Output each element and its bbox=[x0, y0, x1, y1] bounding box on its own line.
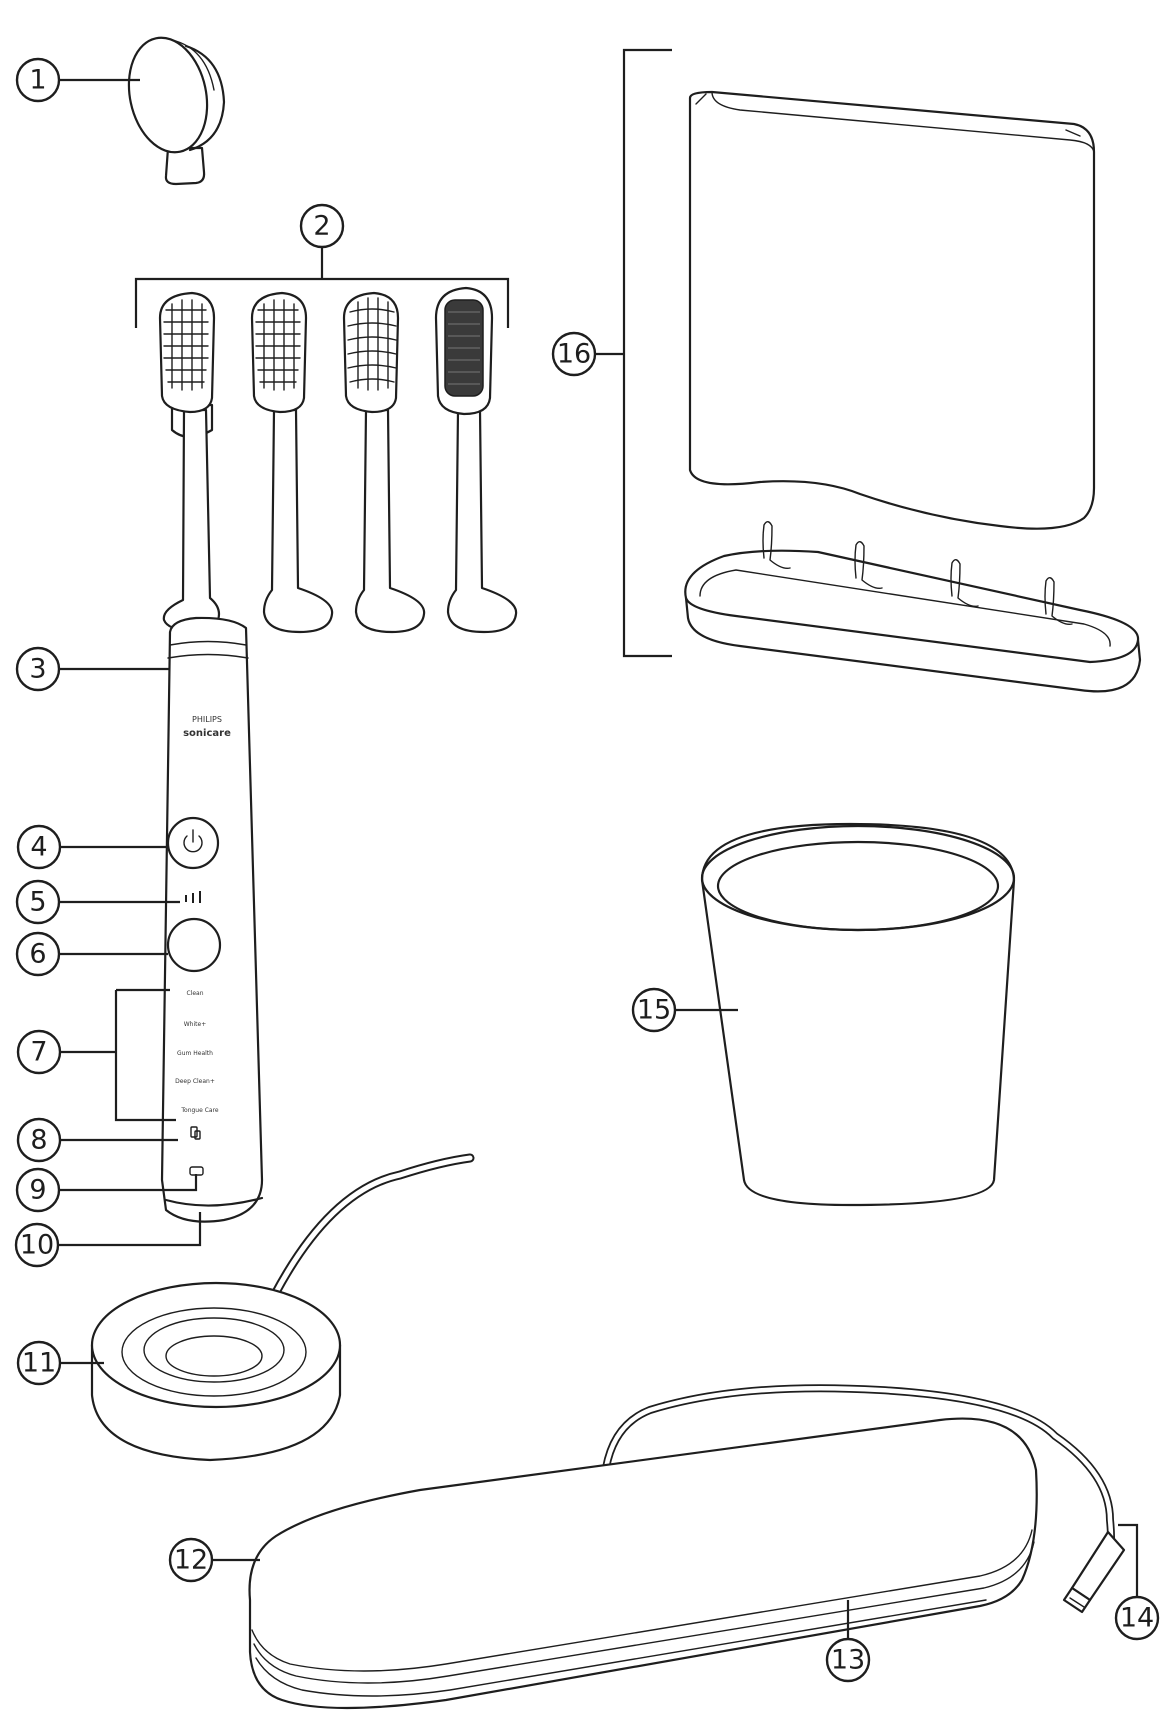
charger bbox=[90, 1281, 342, 1462]
power-button[interactable] bbox=[166, 816, 220, 870]
charger-cord bbox=[269, 1153, 475, 1301]
power-icon bbox=[183, 829, 203, 853]
callout-9: 9 bbox=[15, 1167, 61, 1213]
callout-13: 13 bbox=[825, 1637, 871, 1683]
callout-11: 11 bbox=[16, 1340, 62, 1386]
svg-text:4: 4 bbox=[30, 832, 47, 863]
sanitizer-cover bbox=[688, 90, 1096, 530]
svg-text:3: 3 bbox=[29, 654, 46, 685]
rinse-glass bbox=[700, 822, 1016, 1207]
mode-white: White+ bbox=[184, 1021, 206, 1028]
callout-3: 3 bbox=[15, 646, 61, 692]
brush-head-d bbox=[434, 286, 518, 634]
mode-gum-health: Gum Health bbox=[177, 1050, 213, 1057]
brush-head-c bbox=[342, 291, 426, 634]
callout-15: 15 bbox=[631, 987, 677, 1033]
callout-12: 12 bbox=[168, 1537, 214, 1583]
callout-10: 10 bbox=[14, 1222, 60, 1268]
mode-deep-clean: Deep Clean+ bbox=[175, 1078, 215, 1085]
brush-head-b bbox=[250, 291, 334, 634]
callout-14: 14 bbox=[1114, 1595, 1160, 1641]
usb-cable bbox=[602, 1384, 1115, 1554]
svg-text:9: 9 bbox=[29, 1175, 46, 1206]
callout-16: 16 bbox=[551, 331, 597, 377]
svg-text:14: 14 bbox=[1120, 1603, 1154, 1634]
svg-text:6: 6 bbox=[29, 939, 46, 970]
mode-button[interactable] bbox=[166, 917, 222, 973]
callout-5: 5 bbox=[15, 879, 61, 925]
svg-text:8: 8 bbox=[30, 1125, 47, 1156]
svg-text:11: 11 bbox=[22, 1348, 56, 1379]
brush-heads-group bbox=[134, 248, 518, 634]
travel-case bbox=[248, 1417, 1038, 1710]
svg-text:5: 5 bbox=[29, 887, 46, 918]
toothbrush-handle: PHILIPS sonicare Clean White+ Gum Health… bbox=[160, 616, 264, 1223]
callout-4: 4 bbox=[16, 824, 62, 870]
callout-8: 8 bbox=[16, 1117, 62, 1163]
tongue-brush-attachment bbox=[127, 36, 226, 186]
sanitizer-base bbox=[684, 521, 1142, 693]
svg-text:10: 10 bbox=[20, 1230, 54, 1261]
svg-text:15: 15 bbox=[637, 995, 671, 1026]
svg-text:12: 12 bbox=[174, 1545, 208, 1576]
callout-7: 7 bbox=[16, 1029, 62, 1075]
svg-text:1: 1 bbox=[29, 65, 46, 96]
mode-list: Clean White+ Gum Health Deep Clean+ Tong… bbox=[175, 990, 219, 1114]
mode-tongue-care: Tongue Care bbox=[180, 1107, 219, 1114]
svg-text:2: 2 bbox=[313, 211, 330, 242]
callouts: 1 2 3 4 5 6 7 8 9 10 11 12 13 14 15 16 bbox=[14, 57, 1160, 1683]
svg-text:7: 7 bbox=[30, 1037, 47, 1068]
svg-text:16: 16 bbox=[557, 339, 591, 370]
usb-plug bbox=[1062, 1530, 1126, 1614]
callout-1: 1 bbox=[15, 57, 61, 103]
brush-head-replacement-icon bbox=[190, 1126, 201, 1140]
brand-philips: PHILIPS bbox=[192, 715, 222, 724]
brand-sonicare: sonicare bbox=[183, 728, 231, 739]
svg-text:13: 13 bbox=[831, 1645, 865, 1676]
brush-head-a bbox=[158, 291, 221, 632]
mode-clean: Clean bbox=[186, 990, 203, 997]
intensity-indicator bbox=[185, 891, 201, 903]
callout-6: 6 bbox=[15, 931, 61, 977]
uv-sanitizer bbox=[596, 48, 1142, 693]
callout-2: 2 bbox=[299, 203, 345, 249]
leader-lines bbox=[58, 78, 1139, 1638]
